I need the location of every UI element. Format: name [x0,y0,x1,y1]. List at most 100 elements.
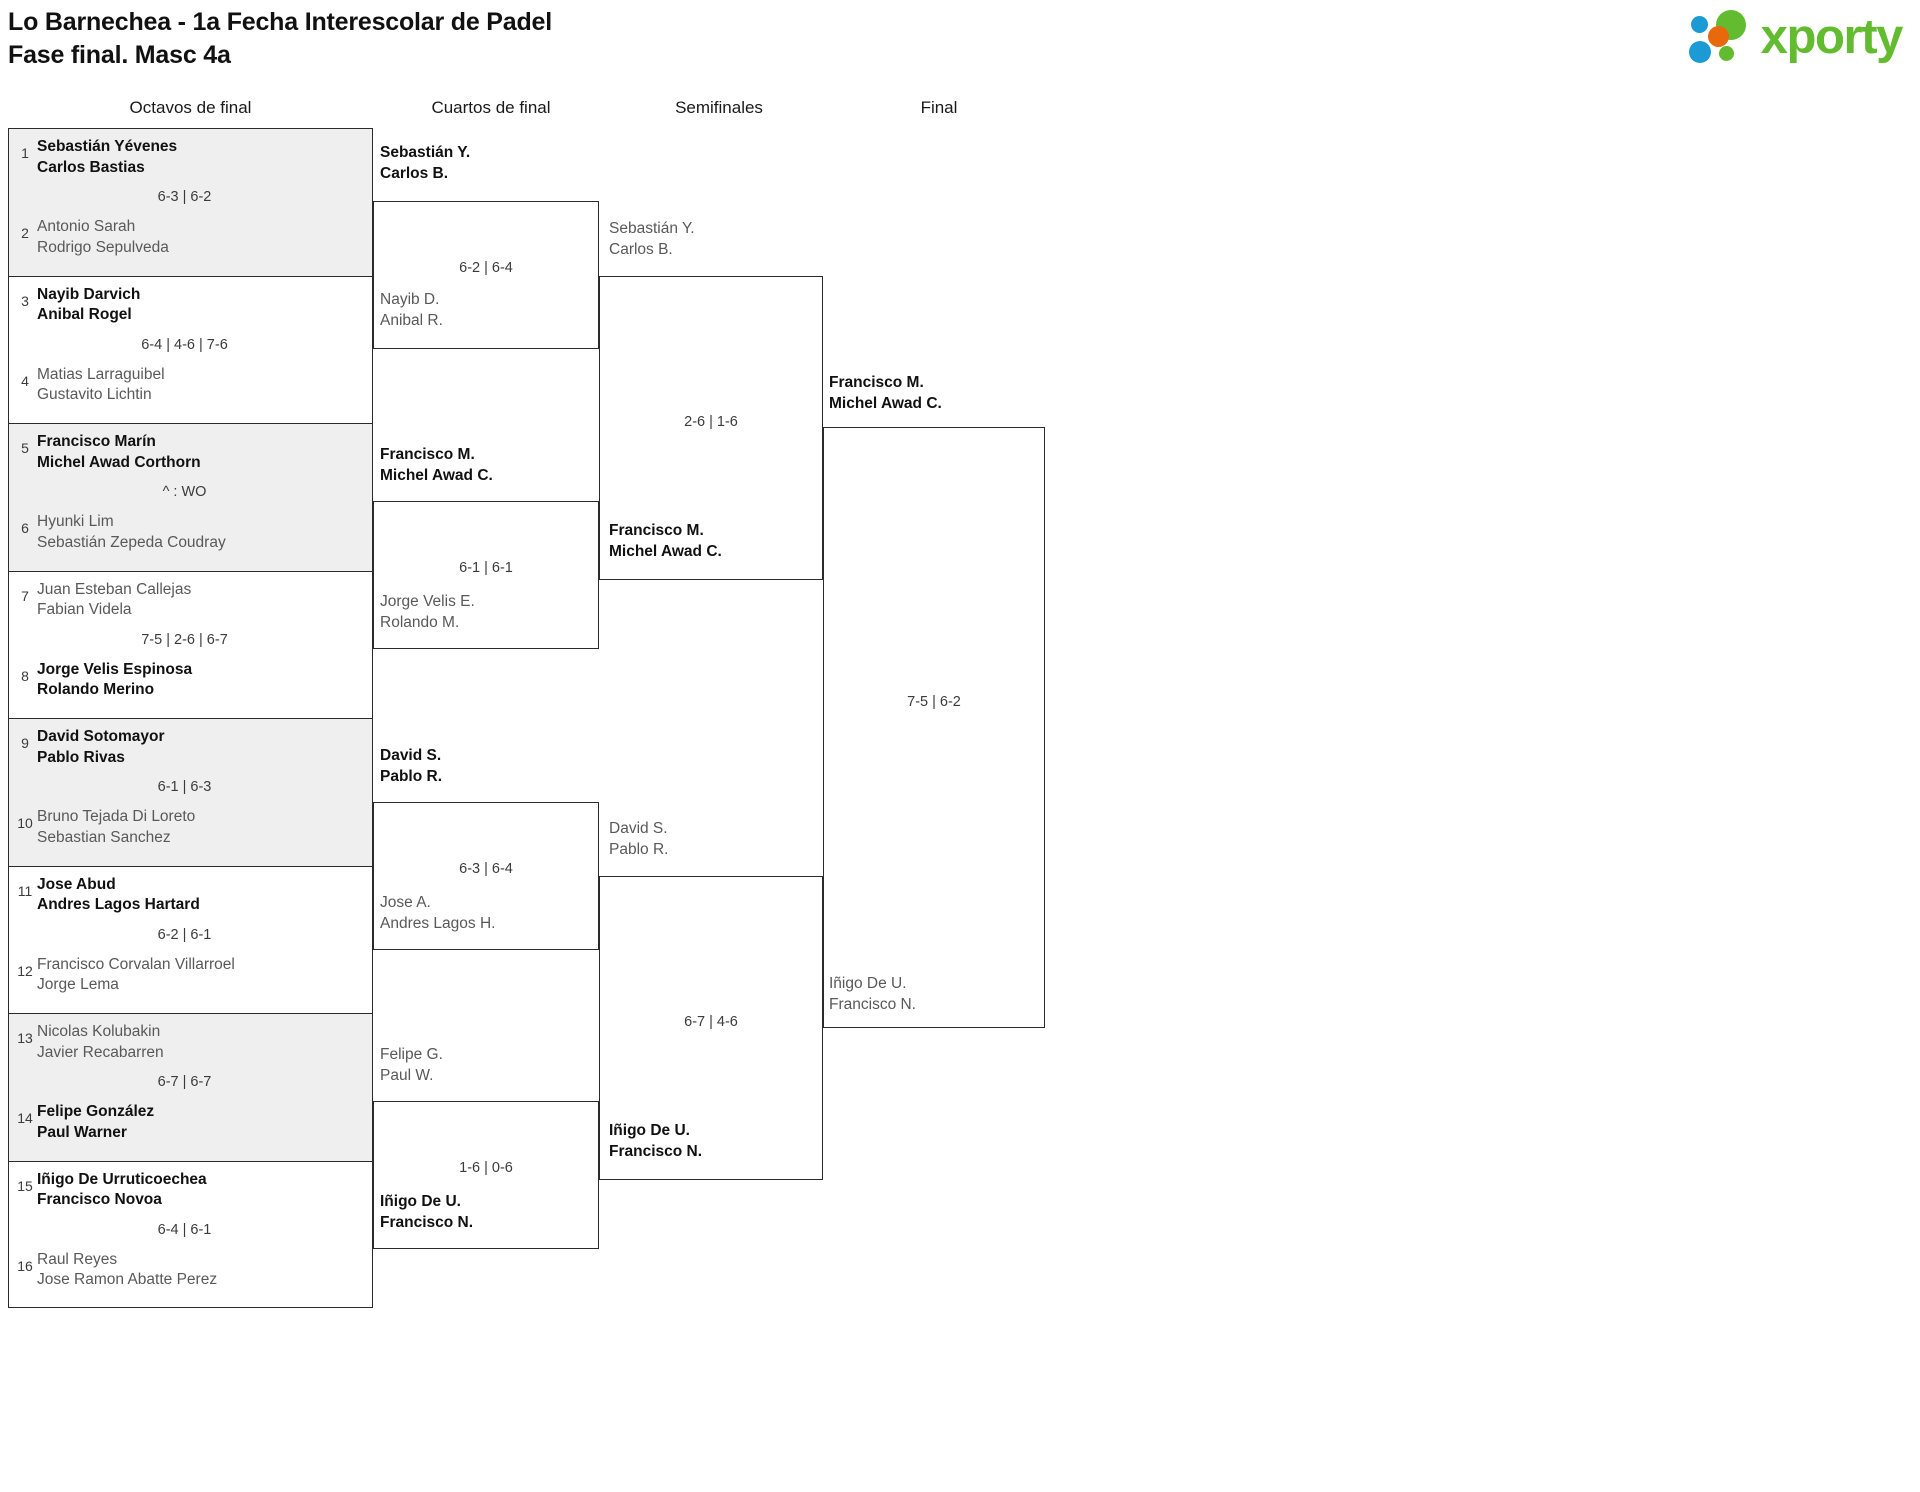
team-top[interactable]: Sebastián Yévenes Carlos Bastias [37,137,364,178]
final-team-top[interactable]: Francisco M. Michel Awad C. [829,373,942,414]
player-name: Francisco M. [380,446,475,463]
player-name: Sebastián Yévenes [37,138,178,155]
match-score: 7-5 | 2-6 | 6-7 [141,631,228,648]
player-name: Jorge Lema [37,976,119,994]
seed-number: 14 [17,1110,33,1126]
round-header-semifinales: Semifinales [675,98,763,117]
player-name: Matias Larraguibel [37,365,165,383]
player-name: Sebastian Sanchez [37,828,171,846]
player-name: David S. [609,820,668,837]
final-team-bottom[interactable]: Iñigo De U. Francisco N. [829,974,916,1015]
qf-match-1-connector[interactable]: 6-2 | 6-4 [373,201,599,349]
match-score: 6-1 | 6-1 [459,560,513,576]
team-bottom[interactable]: Matias Larraguibel Gustavito Lichtin [37,365,364,406]
player-name: Fabian Videla [37,601,132,619]
logo-dot-blue-top-icon [1690,16,1708,33]
match-score: 6-4 | 4-6 | 7-6 [141,336,228,353]
player-name: Francisco N. [609,1142,703,1160]
r16-match-3[interactable]: 5 Francisco Marín Michel Awad Corthorn ^… [8,423,373,571]
team-bottom[interactable]: Bruno Tejada Di Loreto Sebastian Sanchez [37,807,364,848]
player-name: Javier Recabarren [37,1043,164,1061]
logo-dot-green-small-icon [1718,46,1734,61]
sf-match-1-connector[interactable]: 2-6 | 1-6 [599,276,823,580]
round-header-octavos: Octavos de final [129,98,252,117]
player-name: Francisco Novoa [37,1191,162,1209]
r16-match-4[interactable]: 7 Juan Esteban Callejas Fabian Videla 7-… [8,570,373,718]
player-name: Francisco Corvalan Villarroel [37,955,235,973]
player-name: Gustavito Lichtin [37,386,152,404]
r16-match-2[interactable]: 3 Nayib Darvich Anibal Rogel 6-4 | 4-6 |… [8,275,373,423]
team-top[interactable]: Juan Esteban Callejas Fabian Videla [37,580,364,621]
qf3-team-bottom[interactable]: Jose A. Andres Lagos H. [380,893,495,934]
match-score: ^ : WO [162,484,207,500]
seed-number: 12 [17,962,33,979]
player-name: Paul Warner [37,1123,127,1141]
player-name: Carlos B. [609,240,673,258]
qf2-team-bottom[interactable]: Jorge Velis E. Rolando M. [380,592,475,633]
r16-match-7[interactable]: 13 Nicolas Kolubakin Javier Recabarren 6… [8,1013,373,1161]
team-top[interactable]: Nayib Darvich Anibal Rogel [37,285,364,326]
player-name: Anibal Rogel [37,306,132,324]
team-top[interactable]: David Sotomayor Pablo Rivas [37,727,364,768]
player-name: Anibal R. [380,311,443,329]
xporty-logo: xporty [1688,8,1904,66]
team-bottom[interactable]: Raul Reyes Jose Ramon Abatte Perez [37,1250,364,1291]
qf-match-4-connector[interactable]: 1-6 | 0-6 [373,1101,599,1249]
sf-match-2-connector[interactable]: 6-7 | 4-6 [599,876,823,1180]
player-name: Sebastián Y. [609,220,695,237]
seed-number: 6 [21,520,29,536]
player-name: Iñigo De U. [609,1122,690,1139]
qf4-team-bottom[interactable]: Iñigo De U. Francisco N. [380,1192,473,1233]
player-name: Michel Awad C. [609,542,722,560]
seed-number: 13 [17,1030,33,1046]
qf2-team-top[interactable]: Francisco M. Michel Awad C. [380,445,493,486]
r16-match-8[interactable]: 15 Iñigo De Urruticoechea Francisco Novo… [8,1160,373,1308]
final-match-connector[interactable]: 7-5 | 6-2 [823,427,1045,1028]
player-name: Iñigo De Urruticoechea [37,1170,207,1188]
team-bottom[interactable]: Jorge Velis Espinosa Rolando Merino [37,660,364,701]
match-score: 6-2 | 6-1 [157,926,212,943]
team-bottom[interactable]: Hyunki Lim Sebastián Zepeda Coudray [37,512,364,553]
seed-number: 10 [17,815,33,831]
player-name: Jose A. [380,894,431,911]
team-bottom[interactable]: Felipe González Paul Warner [37,1102,364,1143]
sf2-team-bottom[interactable]: Iñigo De U. Francisco N. [609,1121,702,1162]
player-name: Felipe González [37,1103,155,1120]
player-name: Bruno Tejada Di Loreto [37,808,196,825]
seed-number: 2 [21,225,29,241]
player-name: Michel Awad C. [380,466,493,484]
player-name: David Sotomayor [37,728,165,745]
player-name: Iñigo De U. [380,1193,461,1210]
tournament-name: Lo Barnechea - 1a Fecha Interescolar de … [8,8,553,36]
player-name: Andres Lagos H. [380,914,496,932]
qf1-team-bottom[interactable]: Nayib D. Anibal R. [380,290,443,331]
r16-match-5[interactable]: 9 David Sotomayor Pablo Rivas 6-1 | 6-3 … [8,718,373,866]
qf-match-3-connector[interactable]: 6-3 | 6-4 [373,802,599,950]
qf4-team-top[interactable]: Felipe G. Paul W. [380,1045,443,1086]
r16-match-6[interactable]: 11 Jose Abud Andres Lagos Hartard 6-2 | … [8,865,373,1013]
player-name: Raul Reyes [37,1250,118,1268]
team-top[interactable]: Jose Abud Andres Lagos Hartard [37,875,364,916]
seed-number: 3 [21,292,29,309]
logo-dot-orange-icon [1707,26,1729,47]
player-name: Rolando Merino [37,681,155,699]
player-name: Rolando M. [380,613,460,631]
qf3-team-top[interactable]: David S. Pablo R. [380,746,442,787]
team-top[interactable]: Nicolas Kolubakin Javier Recabarren [37,1022,364,1063]
sf2-team-top[interactable]: David S. Pablo R. [609,819,668,860]
player-name: Nayib Darvich [37,285,141,303]
qf1-team-top[interactable]: Sebastián Y. Carlos B. [380,143,470,184]
team-top[interactable]: Iñigo De Urruticoechea Francisco Novoa [37,1170,364,1211]
team-bottom[interactable]: Francisco Corvalan Villarroel Jorge Lema [37,955,364,996]
sf1-team-top[interactable]: Sebastián Y. Carlos B. [609,219,695,260]
r16-match-1[interactable]: 1 Sebastián Yévenes Carlos Bastias 6-3 |… [8,128,373,276]
logo-wordmark: xporty [1760,9,1904,64]
match-score: 2-6 | 1-6 [684,414,738,430]
player-name: Jorge Velis Espinosa [37,660,193,678]
player-name: Antonio Sarah [37,218,136,235]
match-score: 1-6 | 0-6 [459,1160,513,1176]
team-bottom[interactable]: Antonio Sarah Rodrigo Sepulveda [37,217,364,258]
team-top[interactable]: Francisco Marín Michel Awad Corthorn [37,432,364,473]
sf1-team-bottom[interactable]: Francisco M. Michel Awad C. [609,521,722,562]
qf-match-2-connector[interactable]: 6-1 | 6-1 [373,501,599,649]
